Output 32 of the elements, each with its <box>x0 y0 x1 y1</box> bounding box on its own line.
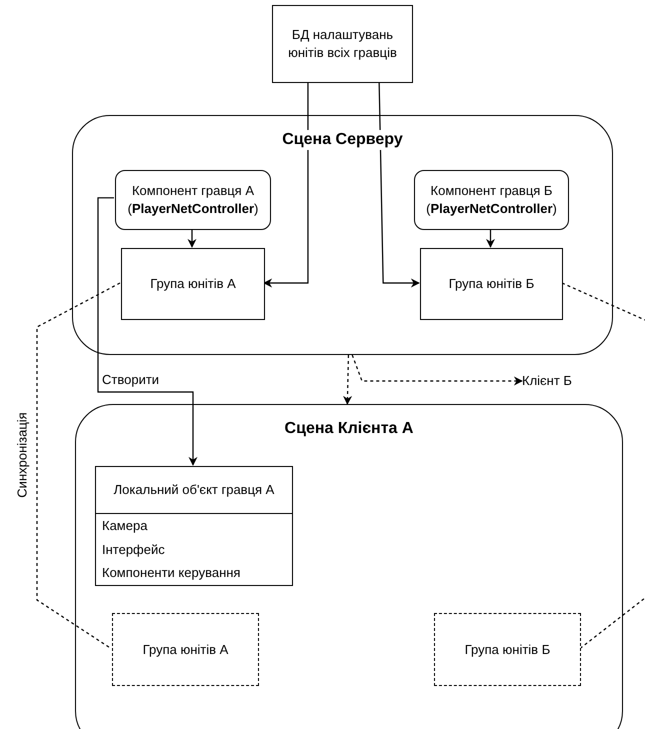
arrow <box>188 229 196 248</box>
connector-line <box>580 598 645 649</box>
class-item: Інтерфейс <box>102 540 165 559</box>
connector-line <box>562 282 645 321</box>
process-box <box>121 248 265 320</box>
box-text: Група юнітів А <box>142 640 228 658</box>
node-caption: Клієнт Б <box>522 372 572 390</box>
component-box <box>115 170 271 230</box>
scene-container <box>72 115 613 355</box>
class-box <box>95 466 293 586</box>
connector-line <box>36 282 120 649</box>
box-text: Група юнітів Б <box>464 640 550 658</box>
dashed-box <box>112 613 259 686</box>
process-box <box>272 5 413 83</box>
box-text: Група юнітів А <box>150 275 236 293</box>
arrow <box>352 354 523 386</box>
arrow <box>343 354 352 405</box>
arrow <box>378 82 420 288</box>
box-text: БД налаштувань юнітів всіх гравців <box>287 26 398 62</box>
box-text: Компонент гравця Б (PlayerNetController) <box>425 182 558 218</box>
class-header: Локальний об'єкт гравця А <box>114 481 274 500</box>
class-item: Камера <box>102 517 148 535</box>
class-item: Компоненти керування <box>102 564 240 582</box>
arrow <box>263 83 309 288</box>
arrow <box>486 229 495 248</box>
box-text: Група юнітів Б <box>448 275 534 293</box>
component-box <box>414 170 569 230</box>
box-text: Компонент гравця А (PlayerNetController) <box>126 182 260 218</box>
process-box <box>420 248 563 320</box>
scene-container <box>75 404 623 729</box>
dashed-box <box>434 613 581 686</box>
arrow <box>97 197 198 466</box>
